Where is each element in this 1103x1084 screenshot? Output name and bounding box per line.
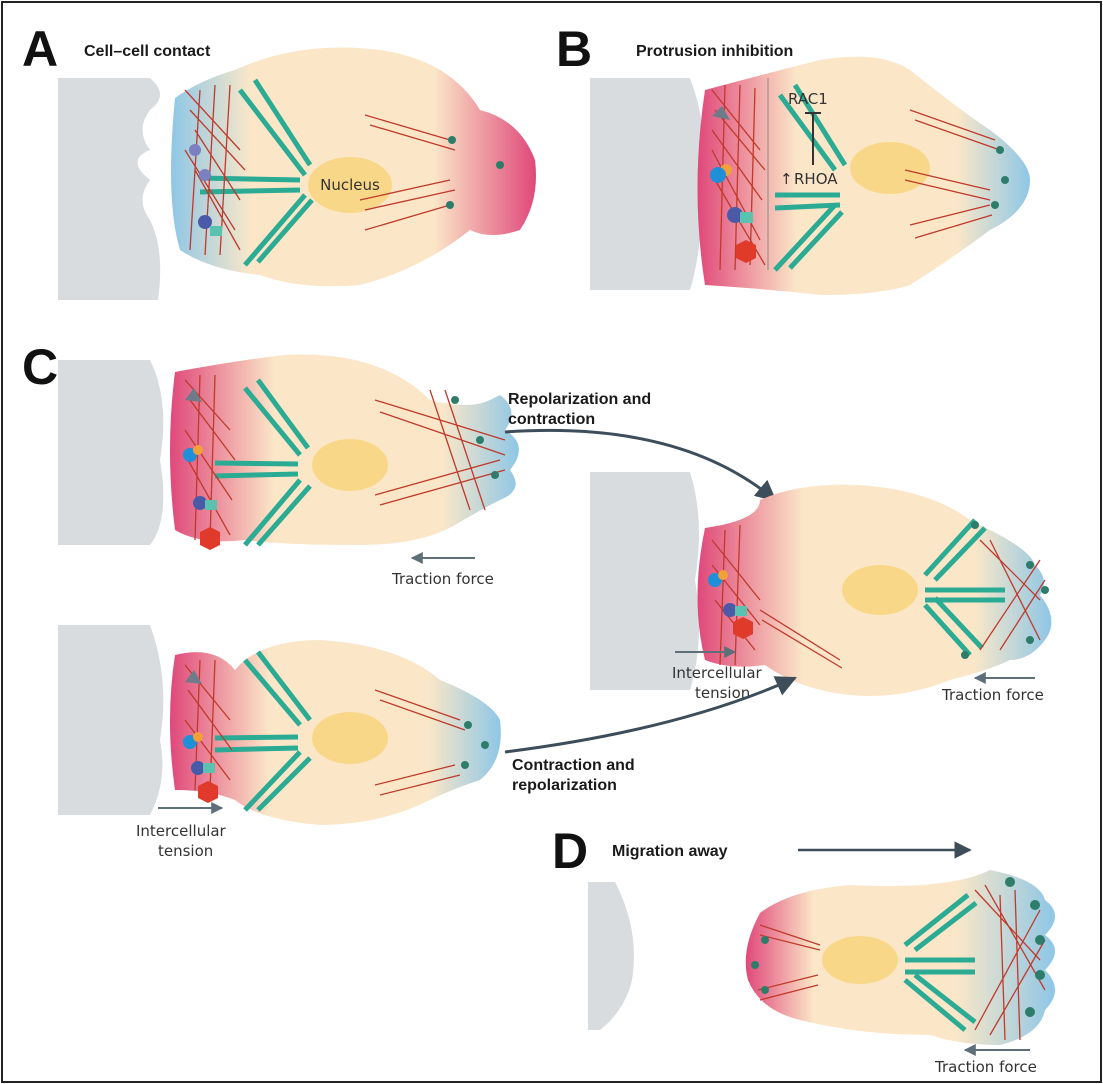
panel-a-letter: A bbox=[22, 21, 58, 77]
contraction-label-1: Contraction and bbox=[512, 757, 635, 774]
panel-a: A Cell–cell contact Nucleus bbox=[22, 21, 536, 300]
nucleus-c2 bbox=[312, 712, 388, 764]
neighbor-cell-d bbox=[588, 882, 634, 1030]
intercellular-tension-right-label-1: Intercellular bbox=[672, 664, 763, 682]
panel-b-title: Protrusion inhibition bbox=[636, 43, 793, 60]
panel-d-letter: D bbox=[552, 823, 588, 879]
traction-force-right-label: Traction force bbox=[941, 686, 1044, 704]
traction-force-d-label: Traction force bbox=[934, 1058, 1037, 1076]
rhoa-arrow: ↑ bbox=[780, 170, 793, 188]
panel-d: D Migration away Traction force bbox=[552, 823, 1055, 1076]
panel-c: C Traction force Repolarization and cont… bbox=[22, 339, 1051, 860]
neighbor-cell-c2 bbox=[58, 625, 163, 815]
intercellular-tension-bottom-label-1: Intercellular bbox=[136, 822, 227, 840]
intercellular-tension-bottom-label-2: tension bbox=[158, 842, 213, 860]
panel-c-letter: C bbox=[22, 339, 58, 395]
panel-a-title: Cell–cell contact bbox=[84, 43, 211, 60]
rhoa-label: RHOA bbox=[794, 170, 838, 188]
nucleus-c1 bbox=[312, 439, 388, 491]
repolarization-label-2: contraction bbox=[508, 411, 595, 428]
neighbor-cell-c3 bbox=[590, 472, 699, 690]
panel-b-letter: B bbox=[556, 21, 592, 77]
neighbor-cell-c1 bbox=[58, 360, 163, 545]
neighbor-cell-b bbox=[590, 78, 703, 290]
nucleus-c3 bbox=[842, 565, 918, 615]
panel-d-title: Migration away bbox=[612, 843, 728, 860]
nucleus-d bbox=[822, 936, 898, 984]
contraction-label-2: repolarization bbox=[512, 777, 617, 794]
nucleus-a-label: Nucleus bbox=[320, 176, 380, 194]
rac1-label: RAC1 bbox=[788, 90, 828, 108]
cell-d-body bbox=[746, 870, 1055, 1045]
nucleus-b bbox=[850, 142, 930, 194]
repolarization-label-1: Repolarization and bbox=[508, 391, 651, 408]
panel-b: B Protrusion inhibition RAC1 ↑ RHOA bbox=[556, 21, 1030, 295]
neighbor-cell-a bbox=[58, 78, 160, 300]
traction-force-top-label: Traction force bbox=[391, 570, 494, 588]
